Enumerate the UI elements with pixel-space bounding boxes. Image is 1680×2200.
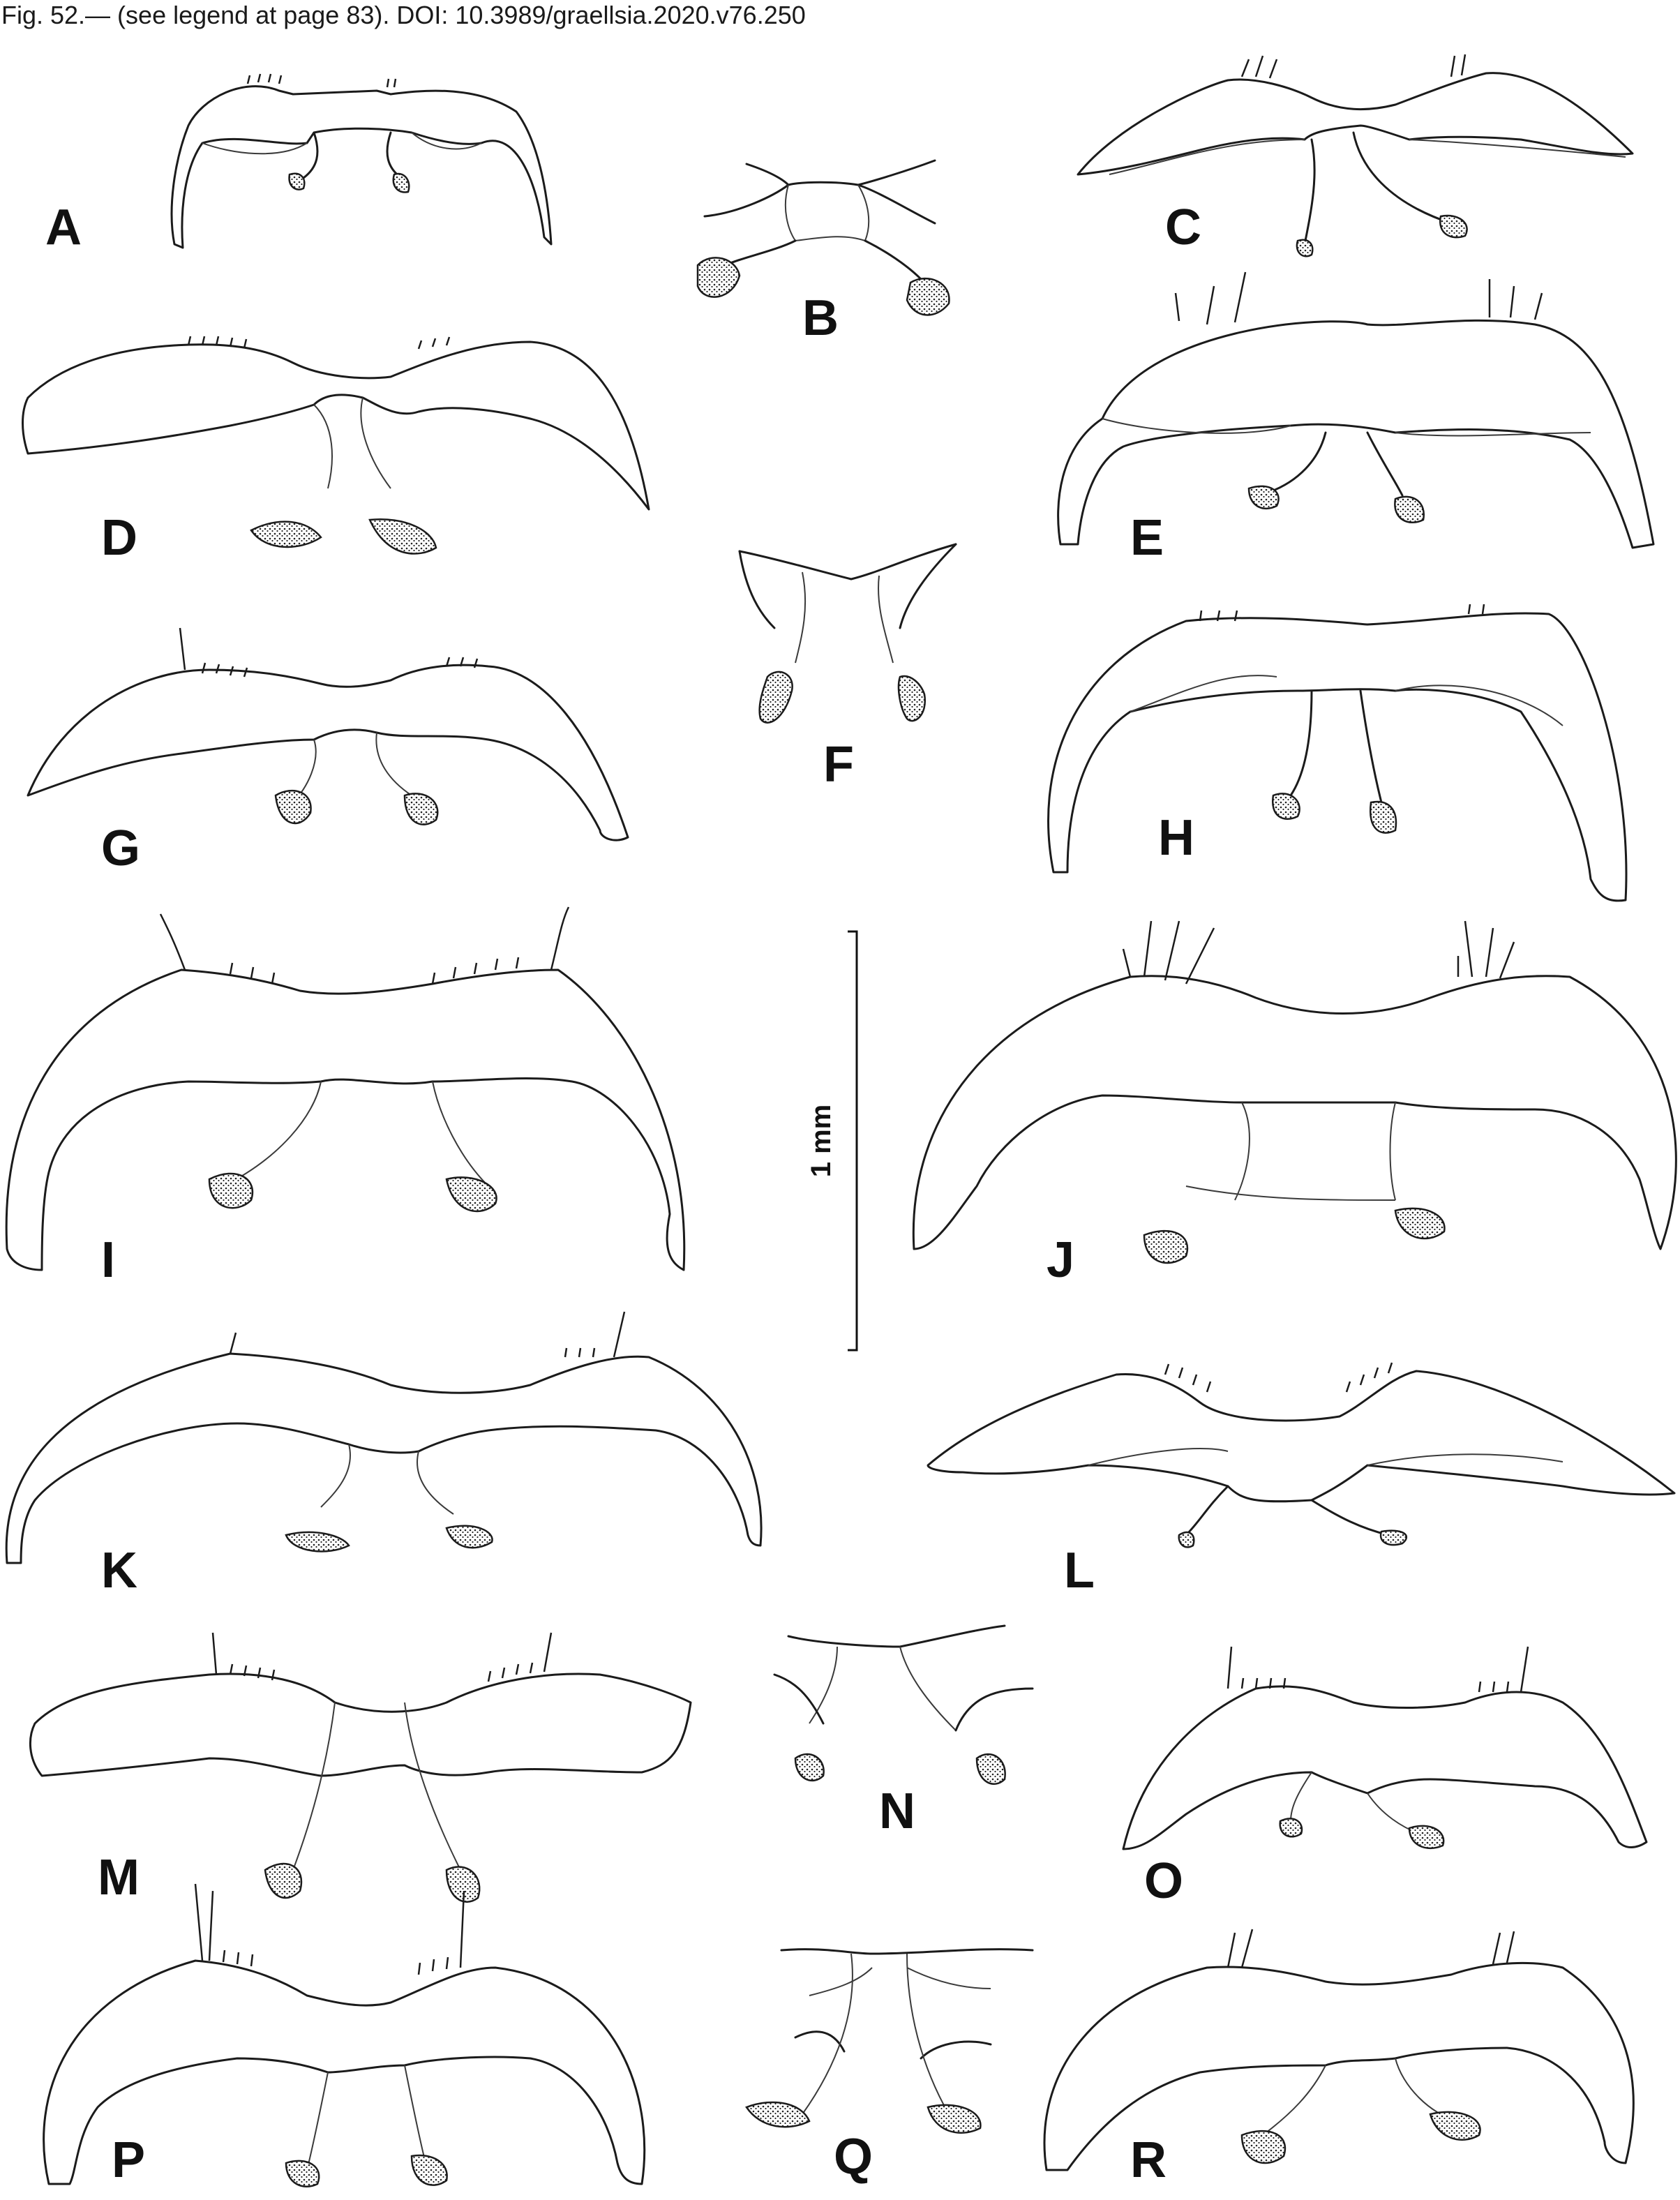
scale-bar: 1 mm: [806, 930, 858, 1352]
panel-label-j: J: [1047, 1232, 1074, 1288]
specimen-drawing-a: [170, 73, 553, 249]
panel-label-m: M: [98, 1850, 140, 1906]
specimen-drawing-o: [1122, 1646, 1648, 1850]
specimen-drawing-c: [1077, 54, 1634, 257]
specimen-drawing-r: [1043, 1929, 1635, 2171]
panel-label-b: B: [802, 290, 839, 346]
specimen-drawing-q: [745, 1948, 1034, 2134]
specimen-drawing-h: [1047, 604, 1628, 902]
panel-label-i: I: [101, 1232, 115, 1288]
panel-label-r: R: [1130, 2132, 1167, 2188]
panel-label-c: C: [1165, 200, 1201, 255]
panel-label-f: F: [823, 737, 854, 793]
panel-label-q: Q: [834, 2129, 873, 2185]
panel-label-p: P: [112, 2132, 145, 2188]
panel-label-g: G: [101, 821, 140, 876]
specimen-drawing-m: [29, 1632, 692, 1903]
specimen-drawing-p: [43, 1883, 646, 2187]
figure-caption: Fig. 52.— (see legend at page 83). DOI: …: [1, 1, 806, 29]
panel-label-h: H: [1158, 810, 1194, 866]
specimen-drawing-e: [1057, 271, 1655, 549]
panel-label-l: L: [1064, 1543, 1095, 1599]
scale-bar-label: 1 mm: [806, 1105, 837, 1178]
panel-label-a: A: [45, 200, 82, 255]
specimen-drawing-d: [22, 336, 650, 555]
specimen-drawing-i: [5, 906, 686, 1271]
specimen-drawing-g: [27, 627, 629, 841]
specimen-drawing-n: [773, 1624, 1034, 1785]
specimen-drawing-f: [738, 543, 957, 724]
panel-label-e: E: [1130, 510, 1164, 566]
specimen-drawing-k: [5, 1311, 763, 1564]
panel-label-k: K: [101, 1543, 137, 1599]
specimen-drawing-j: [912, 920, 1677, 1264]
specimen-drawing-b: [696, 159, 950, 316]
specimen-drawing-l: [927, 1362, 1676, 1548]
panel-label-n: N: [879, 1783, 915, 1839]
panel-label-d: D: [101, 510, 137, 566]
panel-label-o: O: [1144, 1853, 1183, 1909]
